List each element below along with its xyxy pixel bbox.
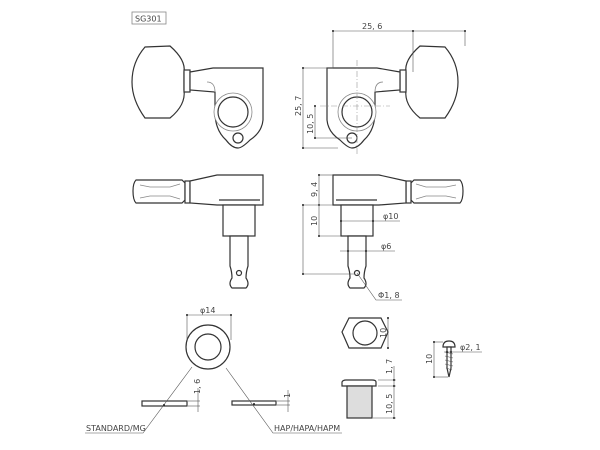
svg-text:STANDARD/MG: STANDARD/MG bbox=[86, 424, 146, 433]
dimension-string-hole: Φ1, 8 bbox=[356, 272, 402, 301]
svg-text:1, 7: 1, 7 bbox=[385, 359, 394, 374]
dimension-hole-offset: 10, 5 bbox=[306, 105, 352, 139]
svg-text:φ6: φ6 bbox=[381, 242, 391, 251]
svg-text:φ10: φ10 bbox=[383, 212, 398, 221]
dimension-bushing-diameter: φ10 bbox=[340, 212, 400, 222]
svg-text:25, 6: 25, 6 bbox=[362, 22, 382, 31]
svg-text:9, 4: 9, 4 bbox=[310, 182, 319, 197]
svg-text:φ14: φ14 bbox=[200, 306, 215, 315]
dimension-front-height: 25, 7 bbox=[294, 67, 338, 149]
svg-text:10: 10 bbox=[310, 216, 319, 226]
model-label: SG301 bbox=[131, 11, 167, 25]
svg-text:10, 5: 10, 5 bbox=[306, 114, 315, 134]
washer-top-view: φ14 bbox=[185, 306, 232, 370]
tuner-knob-side bbox=[132, 179, 186, 204]
dimension-bushing-length: 10 bbox=[310, 205, 341, 237]
screw-hole bbox=[232, 132, 244, 144]
hex-nut: 10 bbox=[341, 317, 389, 349]
tuner-front-view-right bbox=[326, 45, 459, 149]
bushing bbox=[222, 204, 256, 237]
threaded-bushing: 1, 7 10, 5 bbox=[341, 359, 396, 419]
svg-text:1, 6: 1, 6 bbox=[193, 379, 202, 394]
tuner-knob bbox=[131, 45, 185, 119]
svg-text:Φ1, 8: Φ1, 8 bbox=[378, 291, 400, 300]
washer-standard: 1, 6 STANDARD/MG bbox=[85, 366, 202, 434]
svg-text:10: 10 bbox=[425, 354, 434, 364]
post bbox=[229, 235, 249, 289]
knob-collar bbox=[183, 69, 191, 93]
dimension-housing-height: 9, 4 bbox=[310, 174, 333, 206]
wood-screw: 10 φ2, 1 bbox=[425, 340, 482, 378]
svg-text:1: 1 bbox=[283, 393, 292, 398]
svg-text:10: 10 bbox=[379, 328, 388, 338]
svg-text:SG301: SG301 bbox=[135, 15, 162, 24]
svg-text:HAP/HAPA/HAPM: HAP/HAPA/HAPM bbox=[274, 424, 340, 433]
tuner-front-view-left bbox=[131, 45, 264, 149]
dimension-post-diameter: φ6 bbox=[340, 242, 395, 252]
tuner-side-view-left bbox=[132, 174, 264, 289]
tuner-side-view-right bbox=[332, 174, 464, 289]
svg-text:10, 5: 10, 5 bbox=[385, 394, 394, 414]
gear-cover-circle bbox=[217, 96, 249, 128]
svg-text:φ2, 1: φ2, 1 bbox=[460, 343, 481, 352]
svg-text:25, 7: 25, 7 bbox=[294, 96, 303, 116]
washer-hap: 1 HAP/HAPA/HAPM bbox=[225, 367, 342, 434]
dimension-front-width: 25, 6 bbox=[332, 22, 466, 72]
